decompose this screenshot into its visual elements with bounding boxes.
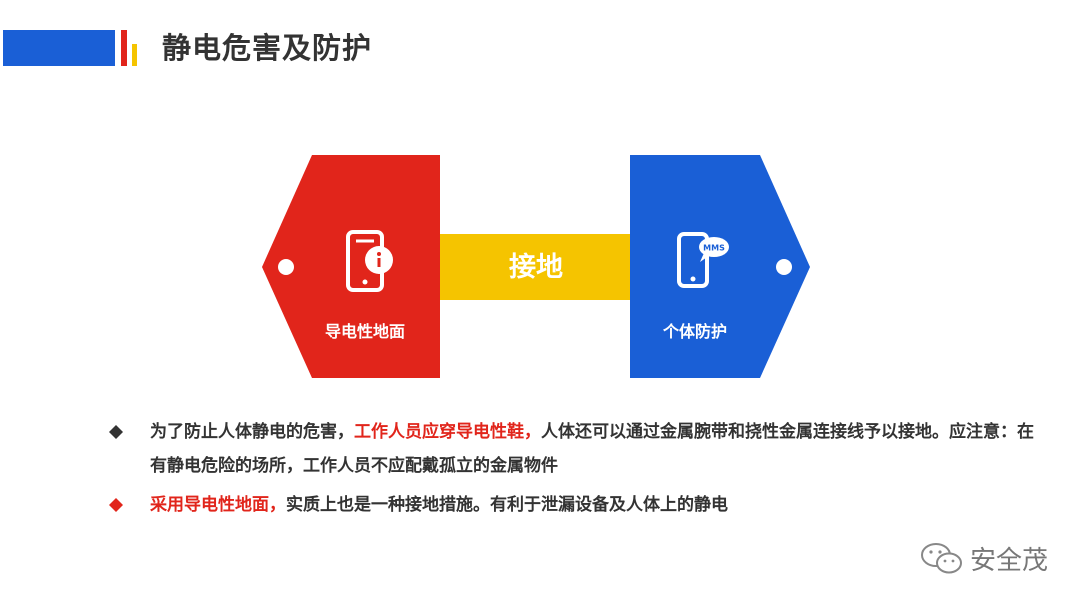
phone-mms-icon: MMS	[677, 232, 729, 288]
left-node-shape	[262, 155, 440, 378]
bullet-text-highlight: 工作人员应穿导电性鞋，	[354, 422, 541, 442]
watermark: 安全茂	[920, 540, 1048, 577]
right-node-dot	[776, 259, 792, 275]
bullet-text-part: 为了防止人体静电的危害，	[150, 422, 354, 442]
page-title: 静电危害及防护	[162, 31, 373, 65]
diamond-bullet-icon	[109, 425, 123, 439]
connector-label: 接地	[509, 252, 563, 283]
bullet-text-highlight: 采用导电性地面，	[150, 495, 286, 515]
right-node-shape	[630, 155, 810, 378]
header-accent-blue	[3, 30, 115, 66]
left-node-label: 导电性地面	[324, 322, 405, 341]
bullet-list: 为了防止人体静电的危害，工作人员应穿导电性鞋，人体还可以通过金属腕带和挠性金属连…	[108, 415, 1048, 522]
bullet-text-part: 实质上也是一种接地措施。有利于泄漏设备及人体上的静电	[286, 495, 728, 515]
bullet-item: 采用导电性地面，实质上也是一种接地措施。有利于泄漏设备及人体上的静电	[108, 488, 1048, 522]
diamond-bullet-icon	[109, 498, 123, 512]
connector-bar	[430, 234, 642, 300]
phone-info-icon	[346, 230, 393, 292]
right-node-label: 个体防护	[662, 322, 727, 341]
header-accent-red	[121, 30, 127, 66]
wechat-icon	[920, 542, 962, 573]
watermark-text: 安全茂	[969, 546, 1048, 576]
header-accent-yellow	[132, 44, 137, 66]
mms-icon-text: MMS	[703, 244, 725, 253]
bullet-item: 为了防止人体静电的危害，工作人员应穿导电性鞋，人体还可以通过金属腕带和挠性金属连…	[108, 415, 1048, 483]
bullet-text-part: 人体还可以通过金属腕带和挠性金属连接线予以接地。应注意：在有静电危险的场所，工作…	[150, 422, 1034, 476]
left-node-dot	[278, 259, 294, 275]
